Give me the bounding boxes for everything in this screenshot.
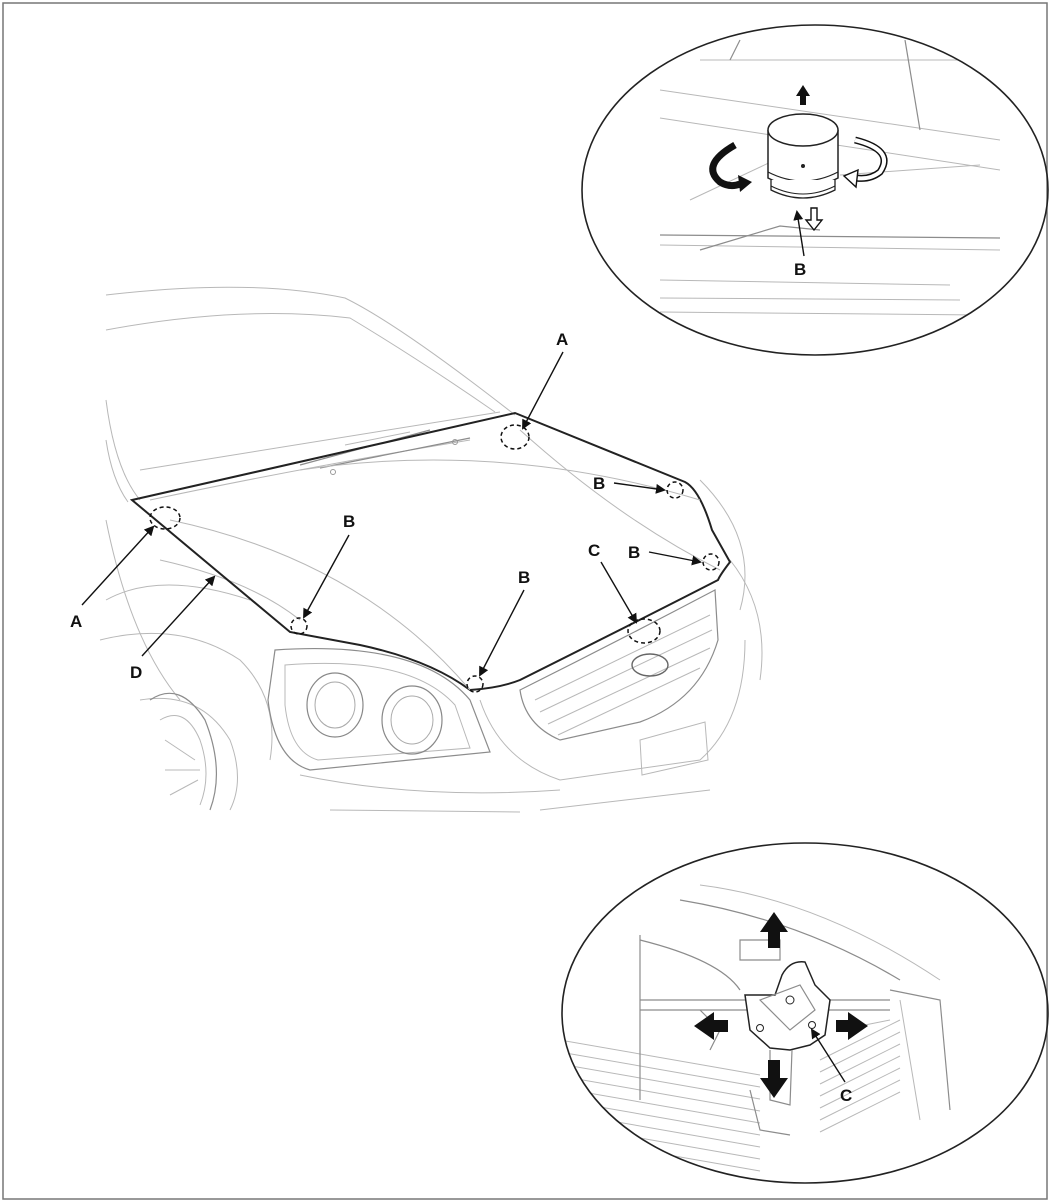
inset-bottom-circle	[561, 842, 1049, 1184]
radiator-grille	[519, 589, 719, 741]
label-b-inset: B	[794, 260, 806, 279]
arrow-right-icon	[836, 1012, 868, 1040]
leader-d-hood	[141, 575, 216, 657]
callout-b-right-upper	[666, 481, 684, 499]
inset-top-background	[659, 39, 1001, 316]
callout-b-center	[466, 675, 484, 693]
headlamp	[267, 647, 491, 771]
leader-b-right-lower	[648, 551, 702, 566]
callout-c-grille	[627, 618, 661, 644]
leader-b-inset	[793, 210, 805, 257]
label-a-left: A	[70, 612, 82, 631]
inset-top-circle	[581, 24, 1049, 356]
label-b-right-upper: B	[593, 474, 605, 493]
emblem	[631, 653, 669, 677]
label-c-inset: C	[840, 1086, 852, 1105]
car-main-view: A A B B B B C D	[70, 286, 763, 813]
inset-bottom-hood-latch: C	[561, 842, 1049, 1184]
label-b-left: B	[343, 512, 355, 531]
leader-b-center	[479, 589, 525, 677]
leader-c-inset	[810, 1028, 846, 1083]
label-b-right-lower: B	[628, 543, 640, 562]
label-c-grille: C	[588, 541, 600, 560]
front-wheel	[149, 692, 217, 811]
inset-top-bumper-stopper: B	[581, 24, 1049, 356]
hood-latch	[744, 961, 831, 1136]
callout-b-right-lower	[702, 553, 720, 571]
rotate-arrow-outline-icon	[842, 136, 888, 189]
callout-a-top	[500, 424, 530, 450]
arrow-down-icon	[760, 1060, 788, 1098]
leader-a-left	[81, 525, 155, 606]
arrow-up-icon	[796, 85, 810, 105]
callout-b-left	[290, 617, 308, 635]
arrow-left-icon	[694, 1012, 728, 1040]
hood-panel	[129, 411, 732, 692]
label-b-center: B	[518, 568, 530, 587]
inset-bottom-background	[562, 884, 951, 1172]
arrow-up-icon	[760, 912, 788, 948]
leader-b-left	[303, 534, 350, 619]
bumper-stopper	[767, 113, 839, 199]
callout-a-left	[149, 506, 181, 530]
leader-b-right-upper	[613, 482, 666, 494]
label-d-hood: D	[130, 663, 142, 682]
label-a-top: A	[556, 330, 568, 349]
rotate-arrow-solid-icon	[709, 141, 752, 192]
leader-a-top	[522, 351, 564, 430]
arrow-down-outline-icon	[804, 207, 824, 232]
leader-c-grille	[600, 561, 638, 624]
